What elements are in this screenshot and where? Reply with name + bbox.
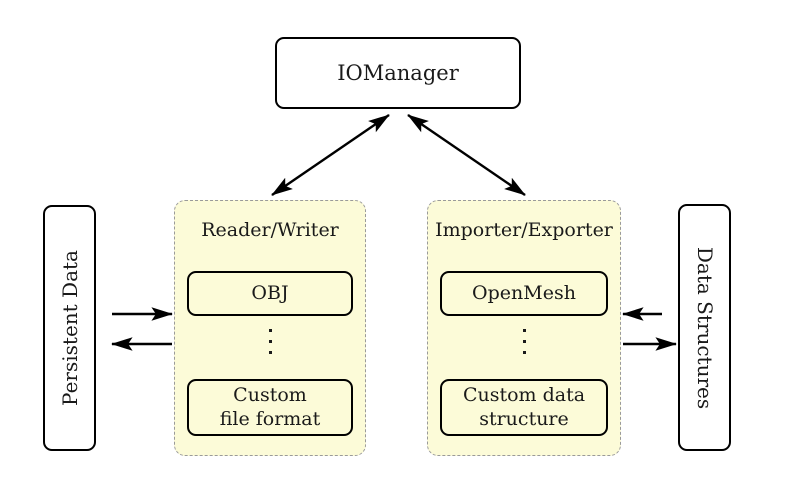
node-custom-data-structure-line1: Custom data	[462, 384, 586, 407]
persistent-data-node[interactable]: Persistent Data	[43, 205, 96, 451]
reader-writer-ellipsis-icon	[175, 329, 365, 354]
io-manager-node[interactable]: IOManager	[275, 37, 521, 109]
node-custom-file-format[interactable]: Custom file format	[187, 379, 353, 436]
node-custom-file-format-line2: file format	[219, 407, 321, 430]
node-obj-label: OBJ	[251, 281, 289, 304]
panel-reader-writer-title: Reader/Writer	[201, 219, 339, 241]
node-custom-file-format-line1: Custom	[233, 384, 307, 407]
persistent-data-label: Persistent Data	[57, 250, 82, 406]
node-custom-data-structure[interactable]: Custom data structure	[440, 379, 608, 436]
panel-importer-exporter[interactable]: Importer/Exporter OpenMesh Custom data s…	[427, 200, 621, 456]
arrow-manager-reader-writer	[271, 114, 390, 196]
data-structures-label: Data Structures	[692, 246, 717, 409]
data-structures-node[interactable]: Data Structures	[678, 204, 731, 451]
arrow-manager-importer-exporter	[407, 114, 526, 196]
importer-exporter-ellipsis-icon	[428, 329, 620, 354]
node-openmesh-label: OpenMesh	[472, 281, 576, 304]
node-openmesh[interactable]: OpenMesh	[440, 271, 608, 316]
panel-importer-exporter-title: Importer/Exporter	[435, 219, 613, 241]
node-obj[interactable]: OBJ	[187, 271, 353, 316]
io-manager-label: IOManager	[337, 61, 459, 85]
panel-reader-writer[interactable]: Reader/Writer OBJ Custom file format	[174, 200, 366, 456]
node-custom-data-structure-line2: structure	[479, 407, 569, 430]
